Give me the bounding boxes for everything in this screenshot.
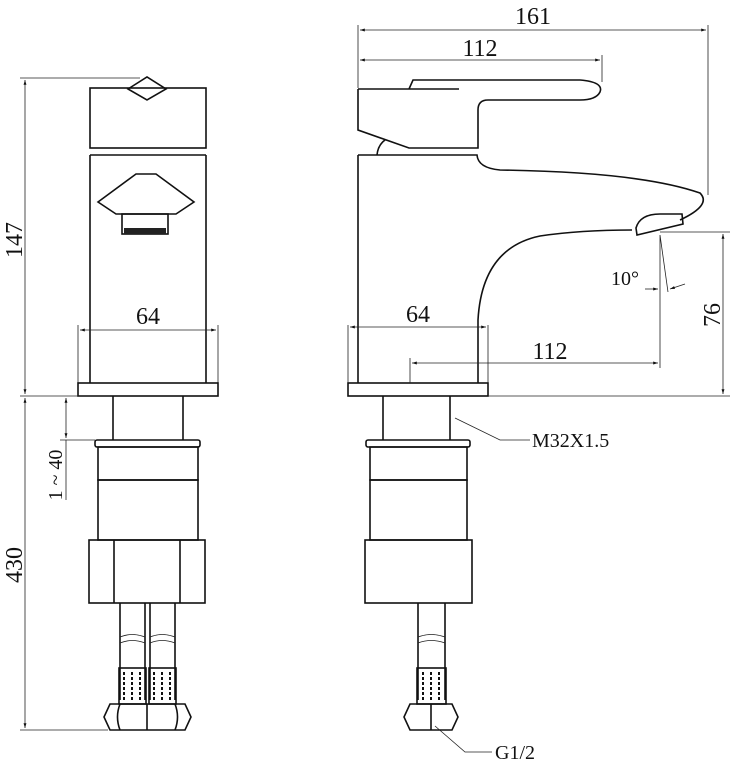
connector-nut xyxy=(403,703,459,731)
front-dimensions: 147 64 1 ~ 40 430 xyxy=(2,77,216,731)
aerator xyxy=(635,213,684,236)
dim-reach-112: 112 xyxy=(532,339,567,365)
dim-lever-112: 112 xyxy=(462,36,497,62)
hoses xyxy=(119,603,176,700)
hex-nut xyxy=(364,539,473,604)
body xyxy=(89,154,207,383)
handle-diamond xyxy=(126,76,168,101)
connector-label: G1/2 xyxy=(495,742,535,764)
side-view xyxy=(347,79,705,731)
dim-height-147: 147 xyxy=(2,222,28,258)
thread-label: M32X1.5 xyxy=(532,430,609,452)
base-plate xyxy=(347,382,489,397)
side-dimensions: 161 112 64 112 76 10° M32X1.5 G1/2 xyxy=(350,4,730,764)
dim-hose-430: 430 xyxy=(2,547,28,583)
hose xyxy=(417,603,446,700)
spout-outlet xyxy=(96,173,196,215)
dim-overall-161: 161 xyxy=(515,4,551,30)
dim-adjust-range: 1 ~ 40 xyxy=(45,450,67,501)
front-view xyxy=(77,76,219,731)
dim-front-base-64: 64 xyxy=(136,304,160,330)
base-plate xyxy=(77,382,219,397)
body-spout xyxy=(357,154,705,383)
connector-nut xyxy=(103,703,192,731)
lever xyxy=(357,79,602,149)
dim-side-base-64: 64 xyxy=(406,302,430,328)
dim-angle-10: 10° xyxy=(611,268,639,290)
hex-nut xyxy=(88,539,206,604)
dim-spout-height-76: 76 xyxy=(700,303,726,327)
handle-block xyxy=(89,87,207,149)
